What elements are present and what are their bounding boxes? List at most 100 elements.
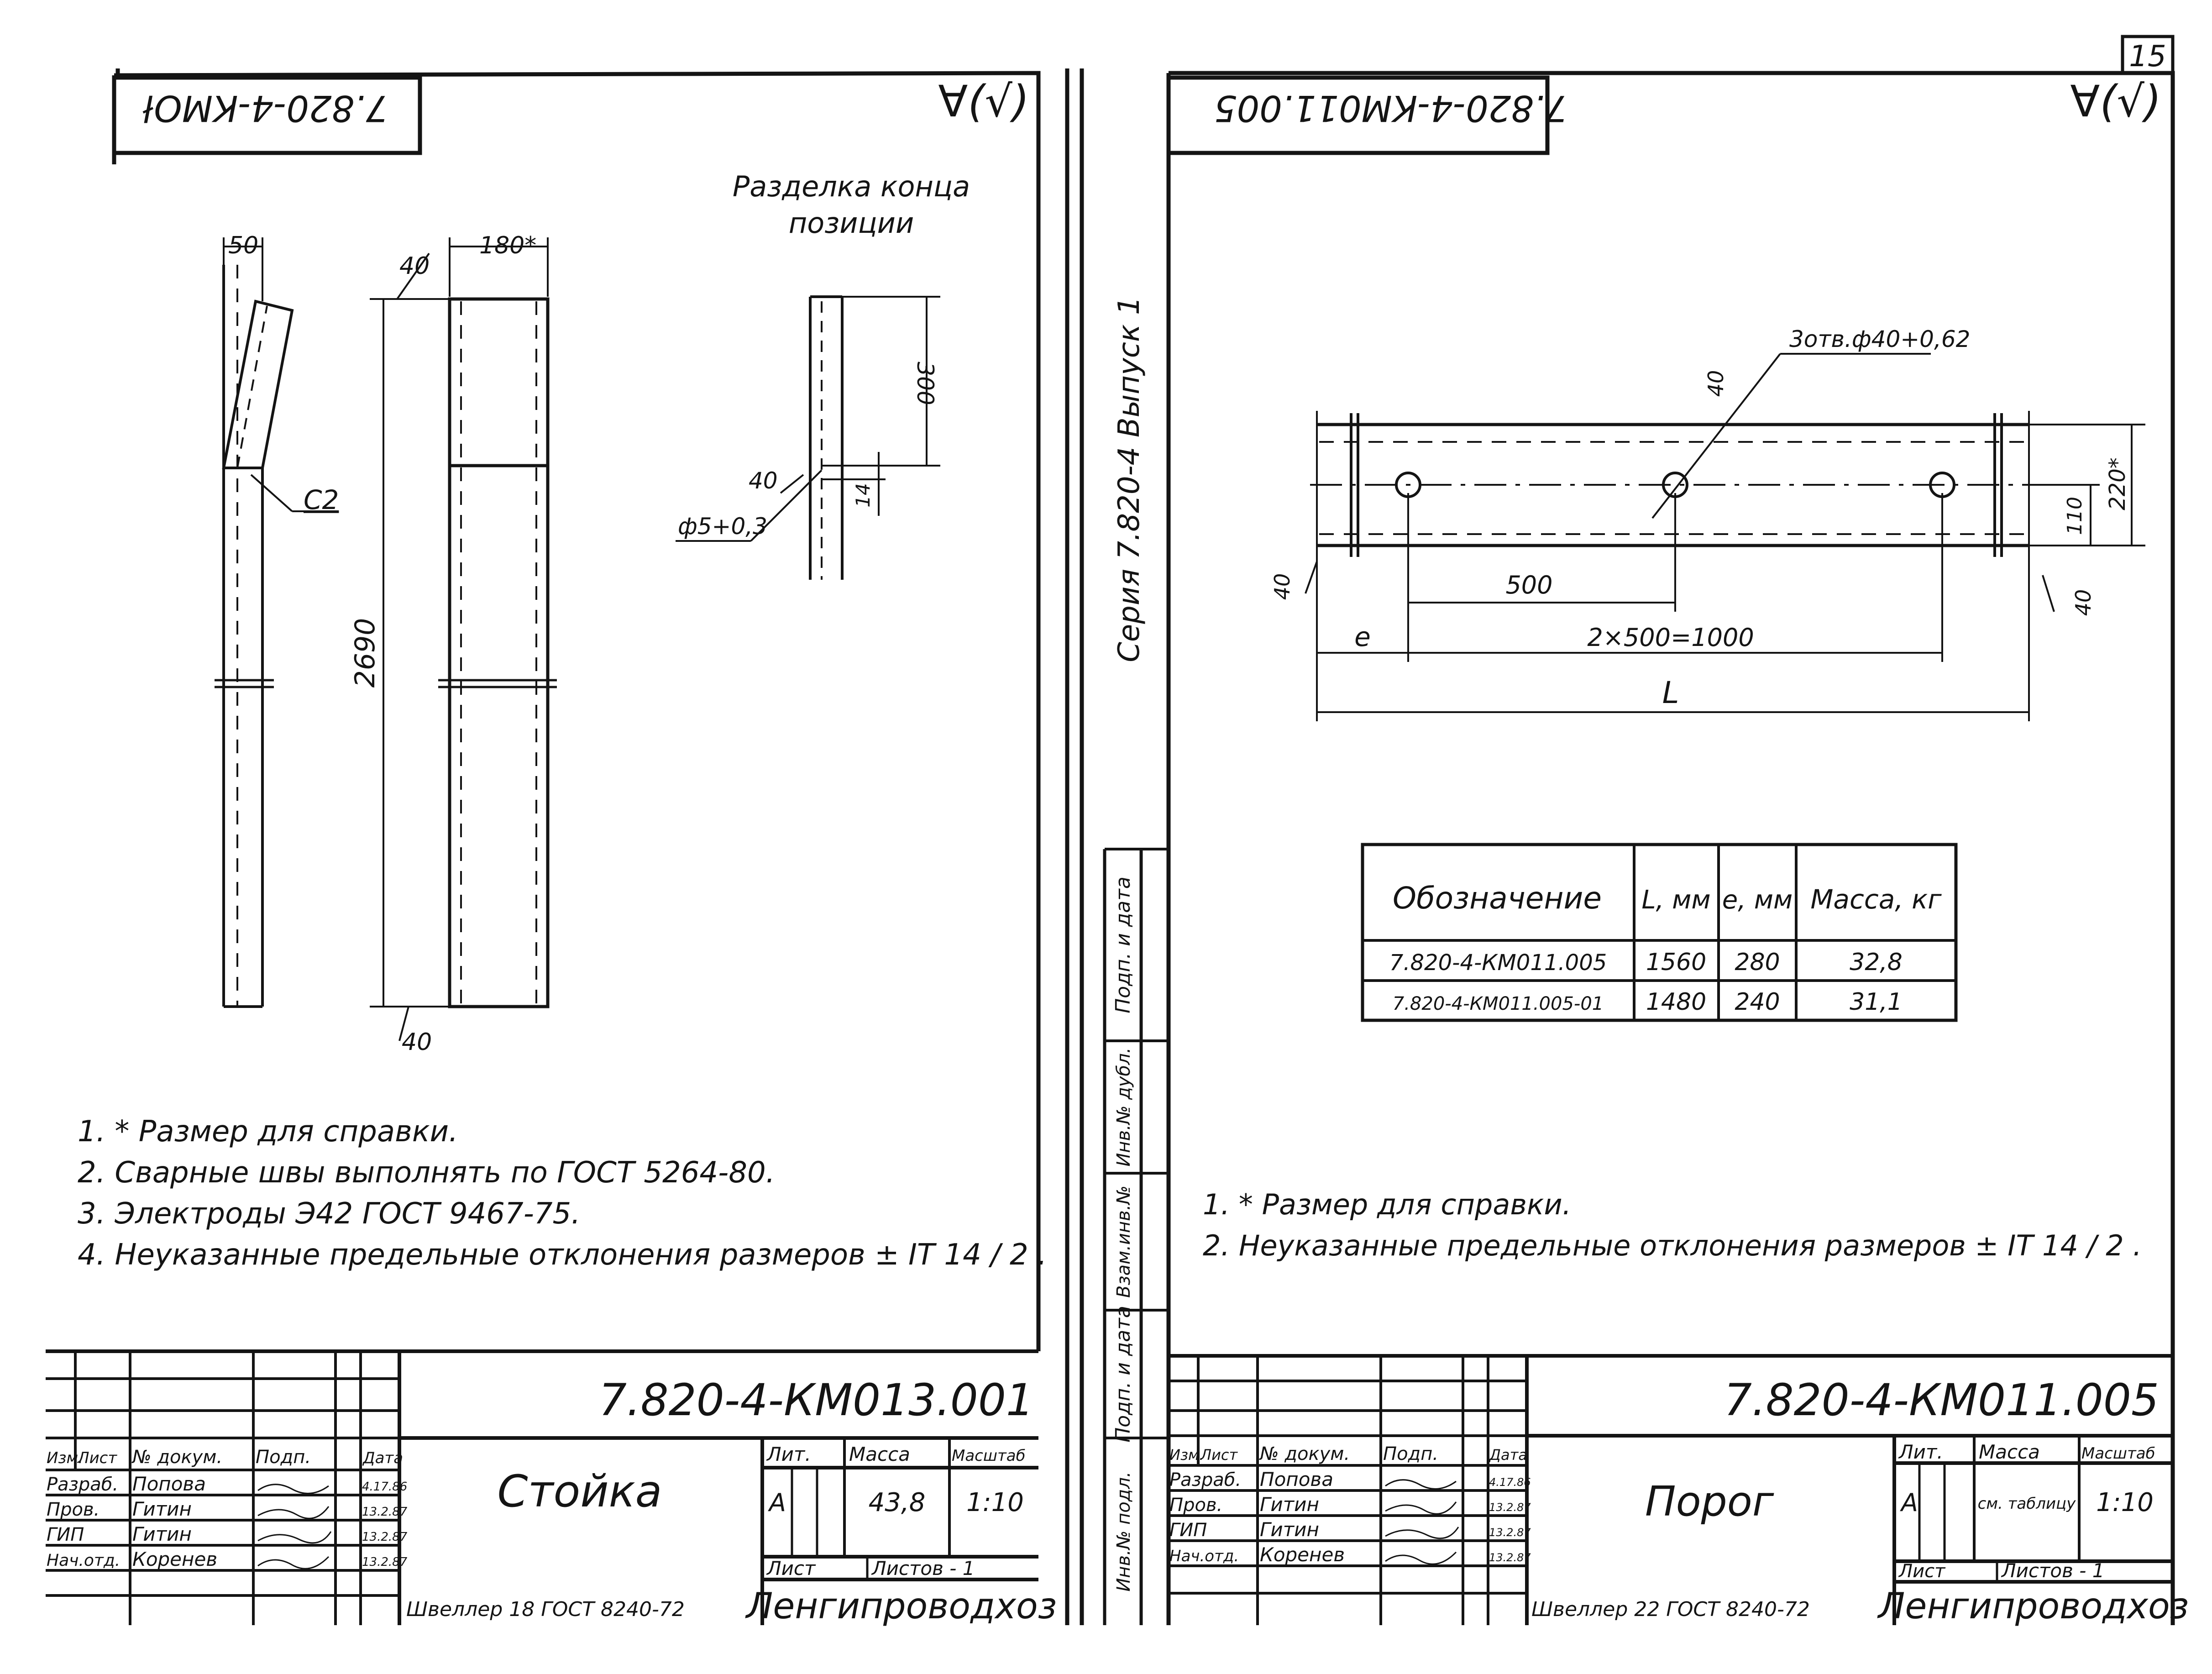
right-scale-label: Масштаб [2081,1444,2155,1463]
page-number: 15 [2129,40,2166,73]
left-scale-label: Масштаб [952,1447,1026,1465]
left-header-izm: Изм. [47,1449,83,1467]
right-mass-value: см. таблицу [1978,1495,2076,1513]
side-stamp-4: Подп. и дата [1111,1306,1135,1443]
left-date-1: 4.17.86 [362,1480,407,1494]
right-material: Швеллер 22 ГОСТ 8240-72 [1531,1598,1810,1621]
right-sheet-label: Лист [1898,1561,1946,1582]
left-stamp-box [114,75,422,155]
right-organization: Ленгипроводхоз [1877,1586,2189,1627]
right-header-sign: Подп. [1383,1443,1438,1464]
left-roughness-mark: ∀(√) [938,77,1029,127]
left-note-4: 4. Неуказанные предельные отклонения раз… [78,1238,1047,1272]
page-number-box [2121,35,2175,75]
right-name-4: Коренев [1260,1543,1345,1566]
left-header-doc: № докум. [131,1447,222,1468]
right-doc-code: 7.820-4-КМ011.005 [1724,1375,2159,1426]
dim-40-holes: 40 [1704,370,1728,397]
left-organization: Ленгипроводхоз [745,1586,1057,1627]
right-role-3: ГИП [1169,1520,1207,1541]
left-role-2: Пров. [47,1499,100,1520]
dim-2690: 2690 [349,618,381,688]
left-notes: 1. * Размер для справки. 2. Сварные швы … [78,1115,1047,1272]
side-stamp-3: Взам.инв.№ [1113,1186,1134,1298]
right-signatures [1385,1479,1459,1565]
right-name-1: Попова [1260,1468,1333,1490]
left-role-1: Разраб. [47,1474,118,1495]
dim-40-left: 40 [1270,573,1295,600]
left-mass-label: Масса [849,1443,910,1465]
left-name-1: Попова [132,1473,206,1495]
table-header-mass: Масса, кг [1810,884,1942,915]
post-side-view [215,237,333,1008]
right-scale-value: 1:10 [2096,1488,2154,1517]
right-note-2: 2. Неуказанные предельные отклонения раз… [1203,1229,2142,1262]
dim-180: 180* [479,232,536,259]
left-header-sign: Подп. [256,1447,311,1468]
left-name-4: Коренев [132,1548,217,1570]
table-cell-r1-L: 1560 [1646,949,1706,976]
right-note-1: 1. * Размер для справки. [1203,1188,1571,1221]
left-lit-label: Лит. [766,1443,811,1465]
dim-40-detail: 40 [749,467,778,494]
dim-500: 500 [1505,571,1552,599]
left-role-3: ГИП [47,1524,84,1545]
left-note-3: 3. Электроды Э42 ГОСТ 9467-75. [78,1197,581,1231]
right-stamp-code: 7.820-4-КМ011.005 [1214,87,1567,128]
right-title-block [1169,1354,2173,1625]
left-role-4: Нач.отд. [47,1551,120,1570]
left-sheet-label: Лист [766,1557,816,1580]
left-stamp-code: 7.820-4-КМОł [142,87,388,128]
side-stamp-5: Инв.№ подл. [1113,1471,1134,1591]
left-doc-code: 7.820-4-КМ013.001 [599,1375,1034,1426]
spec-table [1361,843,1958,1022]
table-cell-r1-mass: 32,8 [1850,949,1903,976]
dim-holes: 3отв.ф40+0,62 [1789,326,1970,352]
right-roughness-mark: ∀(√) [2070,77,2161,127]
left-sheets-label: Листов - 1 [871,1557,975,1580]
side-stamp-2: Инв.№ дубл. [1113,1048,1134,1167]
right-header-doc: № докум. [1259,1443,1350,1464]
right-header-izm: Изм. [1169,1446,1204,1464]
dim-220: 220* [2105,457,2130,510]
left-name-2: Гитин [132,1498,192,1520]
left-header-list: Лист [77,1449,117,1467]
dim-2x500: 2×500=1000 [1587,623,1754,652]
right-name-3: Гитин [1260,1518,1319,1541]
dim-110: 110 [2063,497,2086,535]
dim-40-right: 40 [2071,589,2096,616]
right-role-2: Пров. [1169,1495,1222,1516]
left-lit-value: А [768,1488,786,1517]
post-front-view [370,237,557,1041]
side-stamp-strip [1103,848,1169,1625]
right-name-2: Гитин [1260,1493,1319,1516]
table-cell-r2-e: 240 [1735,988,1780,1016]
series-label: Серия 7.820-4 Выпуск 1 [1112,296,1146,662]
right-role-1: Разраб. [1169,1469,1241,1490]
right-date-3: 13.2.87 [1489,1526,1531,1539]
table-cell-r1-e: 280 [1735,949,1780,976]
left-note-1: 1. * Размер для справки. [78,1115,458,1149]
left-part-name: Стойка [498,1466,662,1517]
left-signatures [257,1484,332,1569]
left-date-2: 13.2.87 [362,1505,408,1519]
table-cell-r1-designation: 7.820-4-КМ011.005 [1389,950,1607,976]
right-lit-label: Лит. [1898,1441,1943,1463]
right-sheets-label: Листов - 1 [2001,1559,2104,1582]
table-header-e: e, мм [1722,885,1793,915]
dim-e: e [1354,621,1371,652]
left-scale-value: 1:10 [966,1488,1024,1517]
right-date-4: 13.2.87 [1489,1551,1531,1564]
right-header-list: Лист [1200,1446,1238,1464]
right-role-4: Нач.отд. [1169,1547,1239,1565]
side-stamp-1: Подп. и дата [1111,876,1135,1013]
right-stamp-box [1169,75,1550,155]
left-header-date: Дата [362,1449,403,1467]
right-date-2: 13.2.87 [1489,1501,1531,1514]
right-part-name: Порог [1645,1478,1774,1526]
table-cell-r2-L: 1480 [1646,988,1706,1016]
right-mass-label: Масса [1979,1441,2040,1463]
table-cell-r2-designation: 7.820-4-КМ011.005-01 [1393,993,1604,1014]
left-date-3: 13.2.87 [362,1530,408,1544]
